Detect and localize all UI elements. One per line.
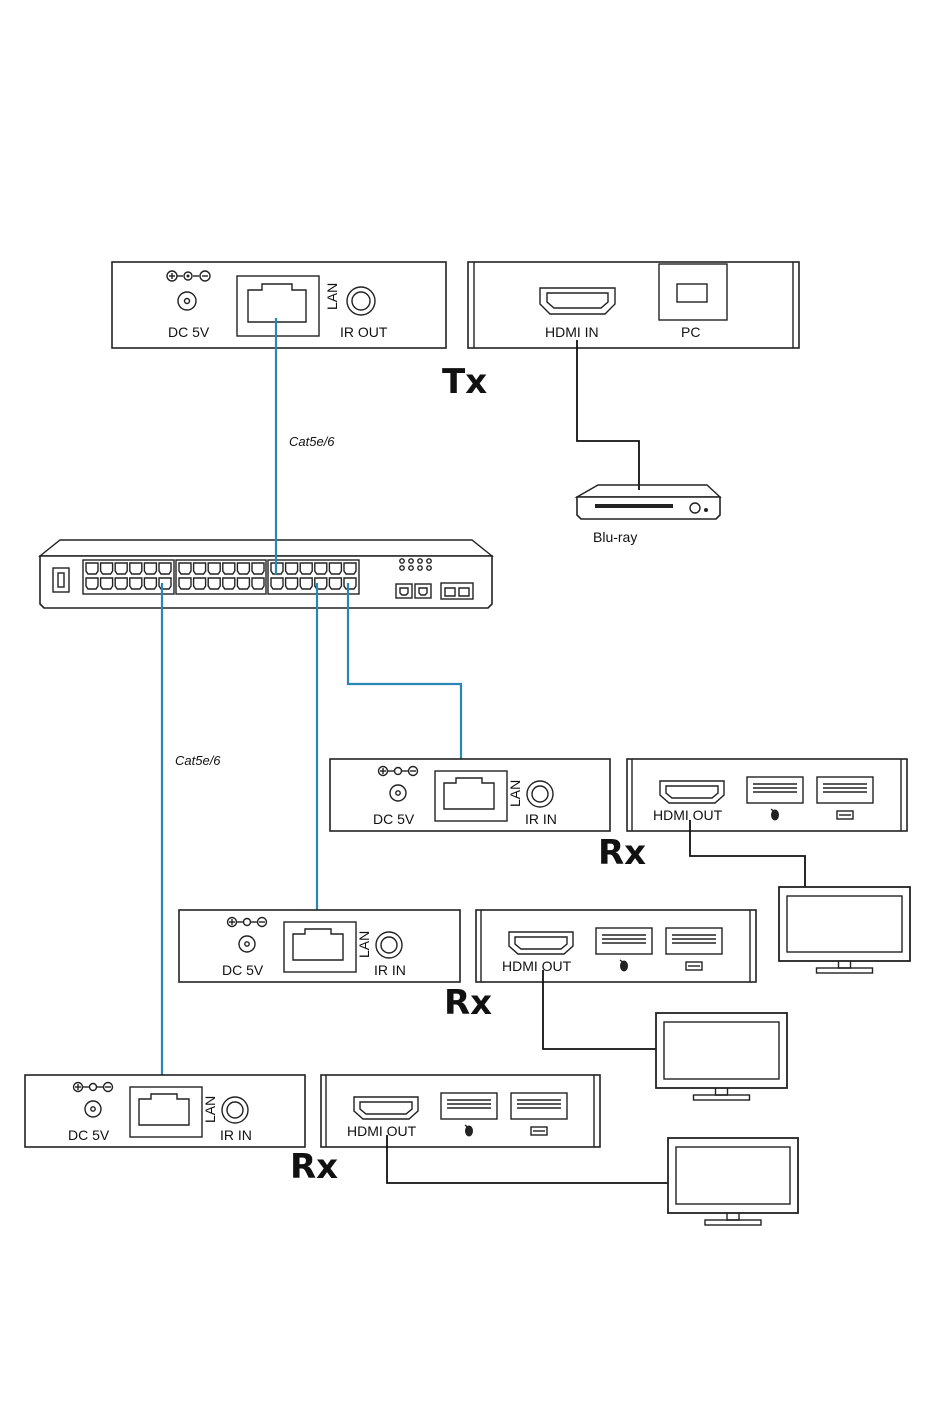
hdmi-out-label: HDMI OUT [653, 807, 723, 823]
tx-label: Tx [442, 362, 487, 402]
hdmi-out-label: HDMI OUT [502, 958, 572, 974]
ir-label: IR OUT [340, 324, 388, 340]
hdmi-in-label: HDMI IN [545, 324, 599, 340]
power-label: DC 5V [68, 1127, 110, 1143]
lan-label: LAN [202, 1096, 218, 1123]
pc-label: PC [681, 324, 700, 340]
hdmi-cable [577, 340, 639, 490]
lan-label: LAN [507, 780, 523, 807]
hdmi-out-label: HDMI OUT [347, 1123, 417, 1139]
bluray-player-icon [577, 485, 720, 519]
lower-cable-label: Cat5e/6 [175, 753, 221, 768]
network-switch-icon [40, 540, 492, 608]
rx-right-unit: HDMI OUT [321, 1075, 600, 1147]
lan-label: LAN [356, 931, 372, 958]
monitor-icon [779, 887, 910, 973]
rx-right-unit: HDMI OUT [476, 910, 756, 982]
monitor-icon [656, 1013, 787, 1100]
tx-right-unit: HDMI IN PC [468, 262, 799, 348]
power-label: DC 5V [222, 962, 264, 978]
power-label: DC 5V [168, 324, 210, 340]
lan-label: LAN [324, 283, 340, 310]
monitor-icon [668, 1138, 798, 1225]
rx-left-unit: DC 5V LANIR IN [330, 759, 610, 831]
switch-to-rx1-cable [348, 583, 461, 785]
ir-label: IR IN [374, 962, 406, 978]
tx-left-unit: DC 5V LAN IR OUT [112, 262, 446, 348]
bluray-label: Blu-ray [593, 529, 637, 545]
ir-label: IR IN [220, 1127, 252, 1143]
rx-label: Rx [290, 1147, 338, 1187]
rx-right-unit: HDMI OUT [627, 759, 907, 831]
power-label: DC 5V [373, 811, 415, 827]
rx-left-unit: DC 5V LANIR IN [179, 910, 460, 982]
ir-label: IR IN [525, 811, 557, 827]
rx-label: Rx [444, 983, 492, 1023]
rx-label: Rx [598, 833, 646, 873]
upper-cable-label: Cat5e/6 [289, 434, 335, 449]
